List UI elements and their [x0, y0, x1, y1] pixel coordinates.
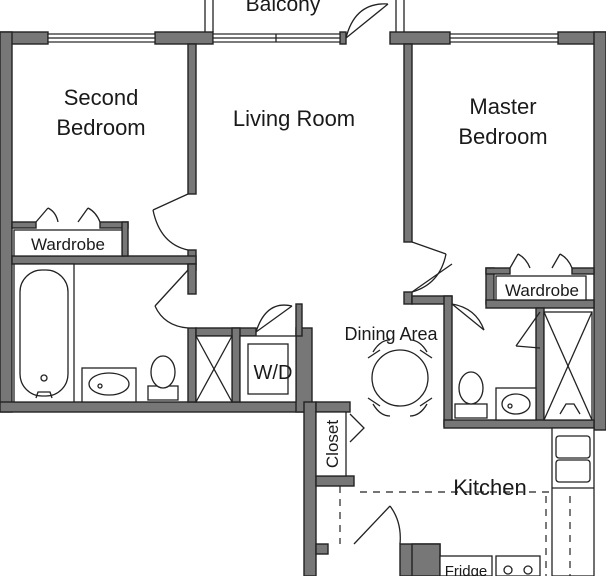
bathtub	[13, 263, 75, 403]
closet-label: Closet	[323, 420, 342, 468]
closet-box	[315, 411, 347, 477]
master-sink	[495, 387, 537, 421]
second-bedroom-label-line2: Bedroom	[56, 115, 145, 140]
master-bedroom-label-line1: Master	[469, 94, 536, 119]
left-shower	[195, 335, 233, 403]
kitchen-label: Kitchen	[453, 475, 526, 500]
kitchen-counter	[551, 427, 595, 576]
fridge-label: Fridge	[445, 563, 488, 576]
master-toilet	[454, 371, 488, 419]
fridge-box	[439, 555, 493, 576]
wardrobe-left-box	[13, 229, 123, 257]
stove	[495, 555, 541, 576]
windows	[47, 33, 559, 43]
dining-table	[367, 339, 433, 417]
left-toilet	[147, 355, 179, 401]
dining-area-label: Dining Area	[344, 324, 438, 344]
washer-dryer-inner	[247, 343, 289, 395]
master-shower	[543, 311, 593, 421]
second-bedroom-label-line1: Second	[64, 85, 139, 110]
living-room-label: Living Room	[233, 106, 355, 131]
left-vanity-sink	[81, 367, 137, 403]
washer-dryer-label: W/D	[254, 362, 293, 384]
master-bedroom-label-line2: Bedroom	[458, 124, 547, 149]
doors	[35, 3, 573, 545]
balcony-area	[204, 0, 405, 32]
walls	[0, 31, 606, 576]
wardrobe-right-label: Wardrobe	[505, 281, 579, 300]
balcony-label: Balcony	[246, 0, 321, 16]
wardrobe-right-box	[495, 275, 587, 301]
wardrobe-left-label: Wardrobe	[31, 235, 105, 254]
